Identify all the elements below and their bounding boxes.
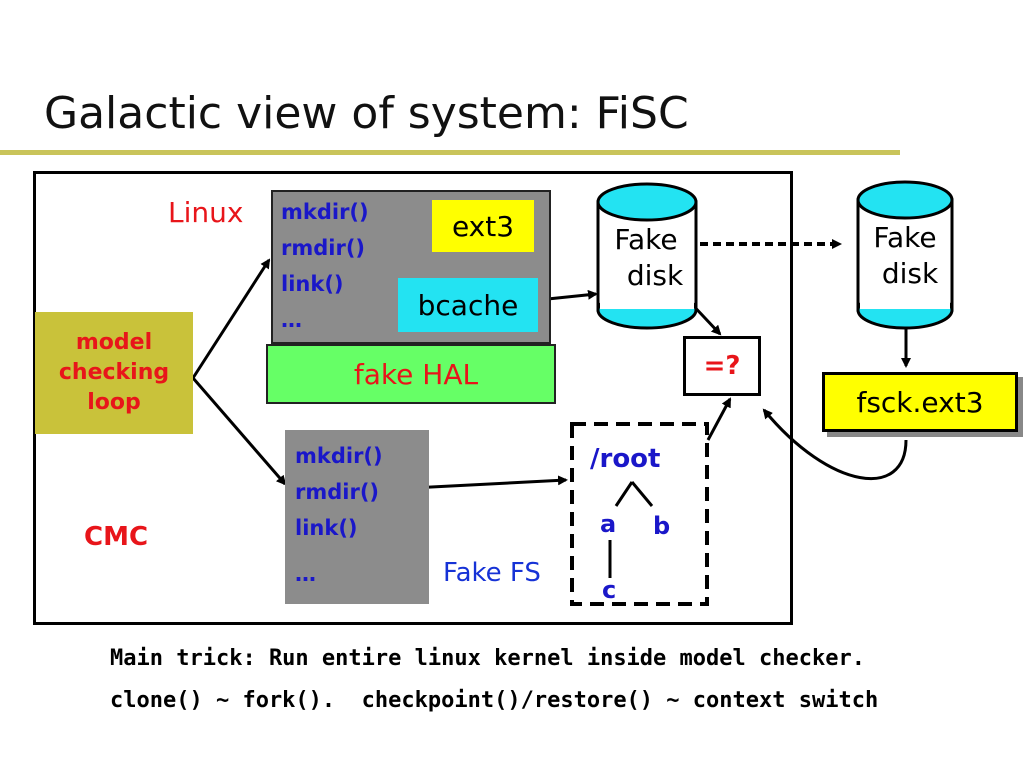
fake-disk-2-line-1: Fake [873, 221, 937, 254]
fakefs-calls-list: mkdir() rmdir() link() … [295, 438, 383, 592]
bottom-line-2: clone() ~ fork(). checkpoint()/restore()… [110, 688, 879, 713]
page-title: Galactic view of system: FiSC [44, 88, 689, 139]
fake-disk-1-line-1: Fake [614, 223, 678, 256]
fake-fs-calls-box: mkdir() rmdir() link() … [285, 430, 429, 604]
fakefs-call-mkdir: mkdir() [295, 444, 383, 468]
fake-disk-2-line-2: disk [881, 257, 939, 290]
bcache-badge: bcache [398, 278, 538, 332]
fake-fs-box [570, 422, 709, 606]
arrow-root-to-compare [706, 397, 732, 441]
model-checking-loop: model checking loop [35, 312, 193, 434]
tree-node-b: b [653, 512, 671, 540]
fakefs-call-rmdir: rmdir() [295, 480, 380, 504]
ext3-badge: ext3 [432, 200, 534, 252]
fakefs-call-link: link() [295, 516, 358, 540]
arrow-loop-to-linux [191, 258, 271, 379]
tree-root: /root [590, 444, 661, 474]
compare-box: =? [683, 336, 761, 396]
fakefs-call-more: … [295, 562, 316, 586]
linux-call-rmdir: rmdir() [281, 236, 366, 260]
tree-edge-root-a [614, 481, 634, 507]
fake-disk-1-shape [596, 182, 698, 330]
mcl-line-1: model [75, 330, 153, 355]
tree-node-c: c [602, 576, 617, 604]
arrow-loop-to-fakefs [191, 377, 287, 486]
fake-disk-2-label: Fake disk [860, 220, 950, 292]
cmc-label: CMC [84, 522, 149, 552]
fake-disk-1-line-2: disk [626, 259, 684, 292]
mcl-line-2: checking [58, 360, 170, 385]
fake-disk-2-shape [856, 180, 954, 330]
diagram-frame [33, 171, 793, 625]
arrow-fsck-to-compare [762, 408, 908, 481]
fake-disk-1-label: Fake disk [600, 222, 692, 294]
fake-hal-box: fake HAL [266, 344, 556, 404]
linux-label: Linux [168, 196, 244, 229]
linux-calls-list: mkdir() rmdir() link() … [281, 194, 369, 338]
linux-call-link: link() [281, 272, 344, 296]
tree-node-a: a [600, 510, 617, 538]
mcl-line-3: loop [87, 390, 141, 415]
tree-edge-root-b [630, 481, 654, 507]
linux-call-mkdir: mkdir() [281, 200, 369, 224]
fsck-box: fsck.ext3 [822, 372, 1018, 432]
linux-call-more: … [281, 308, 302, 332]
title-underline [0, 150, 900, 155]
fake-fs-label: Fake FS [443, 558, 541, 588]
arrow-calls-to-root [411, 475, 568, 490]
bottom-line-1: Main trick: Run entire linux kernel insi… [110, 646, 865, 671]
